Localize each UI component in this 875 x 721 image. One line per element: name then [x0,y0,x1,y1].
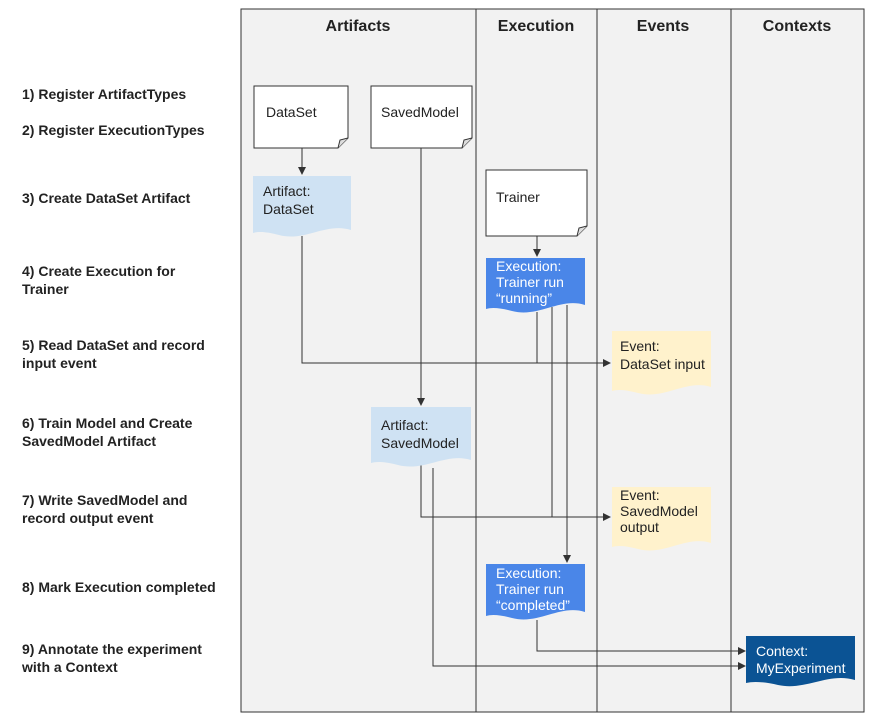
connector-savedmodel-to-output-event [420,463,611,521]
event-output: Event: SavedModel output [612,487,711,551]
execution-running: Execution: Trainer run “running” [486,258,585,313]
artifact-dataset: Artifact: DataSet [253,176,351,237]
execution-line: Trainer run [496,581,564,597]
step-label-line: input event [22,355,97,371]
step-label-line: 8) Mark Execution completed [22,579,216,595]
step-label-line: 1) Register ArtifactTypes [22,86,186,102]
step-label-line: SavedModel Artifact [22,433,156,449]
event-text: Event: SavedModel output [620,487,702,535]
column-header-contexts: Contexts [763,18,832,35]
connector-execution-to-context [536,620,746,655]
step-label: 8) Mark Execution completed [22,579,216,595]
context-line: MyExperiment [756,660,846,676]
event-line: DataSet input [620,356,705,372]
step-label: 1) Register ArtifactTypes [22,86,186,102]
step-label-line: record output event [22,510,154,526]
context-text: Context: MyExperiment [756,643,846,676]
event-line: Event: [620,487,660,503]
artifact-text: Artifact: SavedModel [381,417,459,451]
type-node-savedmodel: SavedModel [370,85,473,149]
artifact-line: DataSet [263,201,314,217]
artifact-line: Artifact: [381,417,428,433]
step-labels: 1) Register ArtifactTypes 2) Register Ex… [21,86,216,675]
type-node-line: DataSet [266,104,317,120]
type-node-text: Trainer [496,189,540,205]
execution-text: Execution: Trainer run “completed” [496,565,570,613]
event-line: SavedModel [620,503,698,519]
step-label-line: 6) Train Model and Create [22,415,193,431]
step-label: 5) Read DataSet and record input event [22,337,209,371]
step-label: 3) Create DataSet Artifact [22,190,191,206]
connector-savedmodel-to-context [432,468,746,670]
artifact-line: SavedModel [381,435,459,451]
column-header-execution: Execution [498,18,574,35]
execution-completed: Execution: Trainer run “completed” [486,564,585,620]
connectors [298,148,746,670]
step-label: 6) Train Model and Create SavedModel Art… [22,415,196,449]
step-label-line: with a Context [21,659,118,675]
execution-line: “running” [496,290,552,306]
execution-line: “completed” [496,597,570,613]
step-label: 2) Register ExecutionTypes [22,122,205,138]
context-line: Context: [756,643,808,659]
event-line: Event: [620,338,660,354]
execution-line: Execution: [496,258,561,274]
step-label-line: 3) Create DataSet Artifact [22,190,191,206]
connector-dataset-to-input-event [301,236,611,367]
type-node-dataset: DataSet [253,85,349,149]
column-header-events: Events [637,18,690,35]
step-label-line: 7) Write SavedModel and [22,492,187,508]
type-node-line: SavedModel [381,104,459,120]
artifact-text: Artifact: DataSet [263,183,314,217]
artifact-savedmodel: Artifact: SavedModel [371,407,471,467]
step-label-line: Trainer [22,281,69,297]
type-node-text: DataSet [266,104,317,120]
event-line: output [620,519,659,535]
step-label-line: 9) Annotate the experiment [22,641,202,657]
context-myexperiment: Context: MyExperiment [746,636,855,687]
event-text: Event: DataSet input [620,338,705,372]
step-label-line: 5) Read DataSet and record [22,337,205,353]
step-label: 7) Write SavedModel and record output ev… [22,492,191,526]
execution-line: Trainer run [496,274,564,290]
step-label-line: 2) Register ExecutionTypes [22,122,205,138]
event-input: Event: DataSet input [612,331,711,395]
type-node-line: Trainer [496,189,540,205]
column-header-artifacts: Artifacts [326,18,391,35]
artifact-line: Artifact: [263,183,310,199]
step-label-line: 4) Create Execution for [22,263,176,279]
type-node-text: SavedModel [381,104,459,120]
step-label: 9) Annotate the experiment with a Contex… [21,641,206,675]
type-node-trainer: Trainer [485,169,588,237]
execution-line: Execution: [496,565,561,581]
step-label: 4) Create Execution for Trainer [22,263,179,297]
execution-text: Execution: Trainer run “running” [496,258,568,306]
